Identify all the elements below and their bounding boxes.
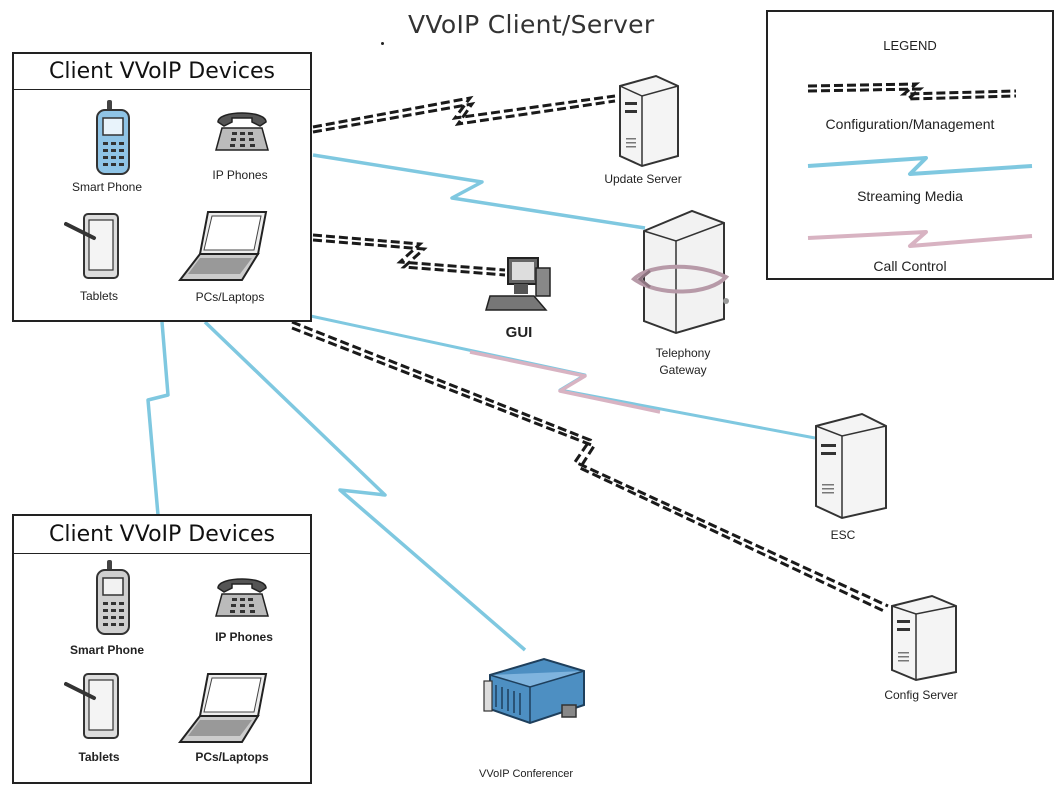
ip-phone-icon bbox=[215, 112, 269, 151]
config-line-update-server bbox=[312, 94, 616, 134]
desktop-computer-icon bbox=[485, 257, 551, 311]
client-device-group-bottom: Client VVoIP Devices Smart Phone IP Phon… bbox=[12, 514, 312, 784]
legend-label-config-management: Configuration/Management bbox=[825, 116, 995, 132]
config-line-config-server bbox=[291, 320, 889, 614]
laptop-icon bbox=[178, 211, 268, 281]
device-label-ip-phones: IP Phones bbox=[212, 168, 268, 182]
ip-phone-icon bbox=[215, 578, 269, 617]
media-line-telephony-gateway bbox=[312, 153, 646, 230]
config-line-gui bbox=[312, 233, 506, 277]
gui-label: GUI bbox=[505, 324, 533, 341]
device-label-pcs-laptops: PCs/Laptops bbox=[195, 290, 265, 304]
smart-phone-icon bbox=[96, 100, 130, 175]
tablet-icon bbox=[64, 673, 119, 739]
update-server-label: Update Server bbox=[604, 172, 682, 186]
client-device-group-top: Client VVoIP Devices Smart Phone I bbox=[12, 52, 312, 322]
legend-label-call-control: Call Control bbox=[873, 258, 947, 274]
legend-label-streaming-media: Streaming Media bbox=[857, 188, 963, 204]
legend: LEGEND Configuration/Management Streamin… bbox=[766, 10, 1054, 280]
legend-streaming-media-line bbox=[807, 156, 1033, 176]
diagram-title: VVoIP Client/Server bbox=[408, 10, 655, 39]
call-control-line-esc bbox=[469, 350, 661, 414]
smart-phone-icon bbox=[96, 560, 130, 635]
telephony-gateway-label: Telephony Gateway bbox=[628, 345, 738, 379]
config-server-icon bbox=[891, 594, 957, 682]
laptop-icon bbox=[178, 673, 268, 743]
config-server-label: Config Server bbox=[884, 688, 958, 702]
esc-server-icon bbox=[815, 412, 887, 520]
client-group-heading: Client VVoIP Devices bbox=[14, 54, 310, 90]
telephony-gateway-label-line2: Gateway bbox=[659, 363, 707, 377]
device-label-smart-phone: Smart Phone bbox=[69, 643, 144, 657]
device-label-ip-phones: IP Phones bbox=[215, 630, 273, 644]
media-line-client-groups bbox=[146, 321, 170, 516]
legend-title: LEGEND bbox=[883, 38, 937, 53]
media-line-conferencer bbox=[203, 320, 527, 652]
legend-config-management-line bbox=[807, 82, 1017, 101]
conferencer-icon bbox=[483, 657, 585, 725]
telephony-gateway-label-line1: Telephony bbox=[655, 346, 711, 360]
device-label-tablets: Tablets bbox=[79, 289, 119, 303]
device-label-tablets: Tablets bbox=[78, 750, 120, 764]
conferencer-label: VVoIP Conferencer bbox=[479, 768, 573, 780]
decorative-dot bbox=[381, 42, 384, 45]
client-group-heading: Client VVoIP Devices bbox=[14, 516, 310, 554]
device-label-smart-phone: Smart Phone bbox=[71, 180, 143, 194]
device-label-pcs-laptops: PCs/Laptops bbox=[195, 750, 269, 764]
gateway-icon bbox=[630, 209, 730, 335]
tablet-icon bbox=[64, 213, 119, 279]
esc-label: ESC bbox=[830, 528, 856, 542]
update-server-icon bbox=[619, 74, 679, 168]
legend-call-control-line bbox=[807, 230, 1033, 248]
